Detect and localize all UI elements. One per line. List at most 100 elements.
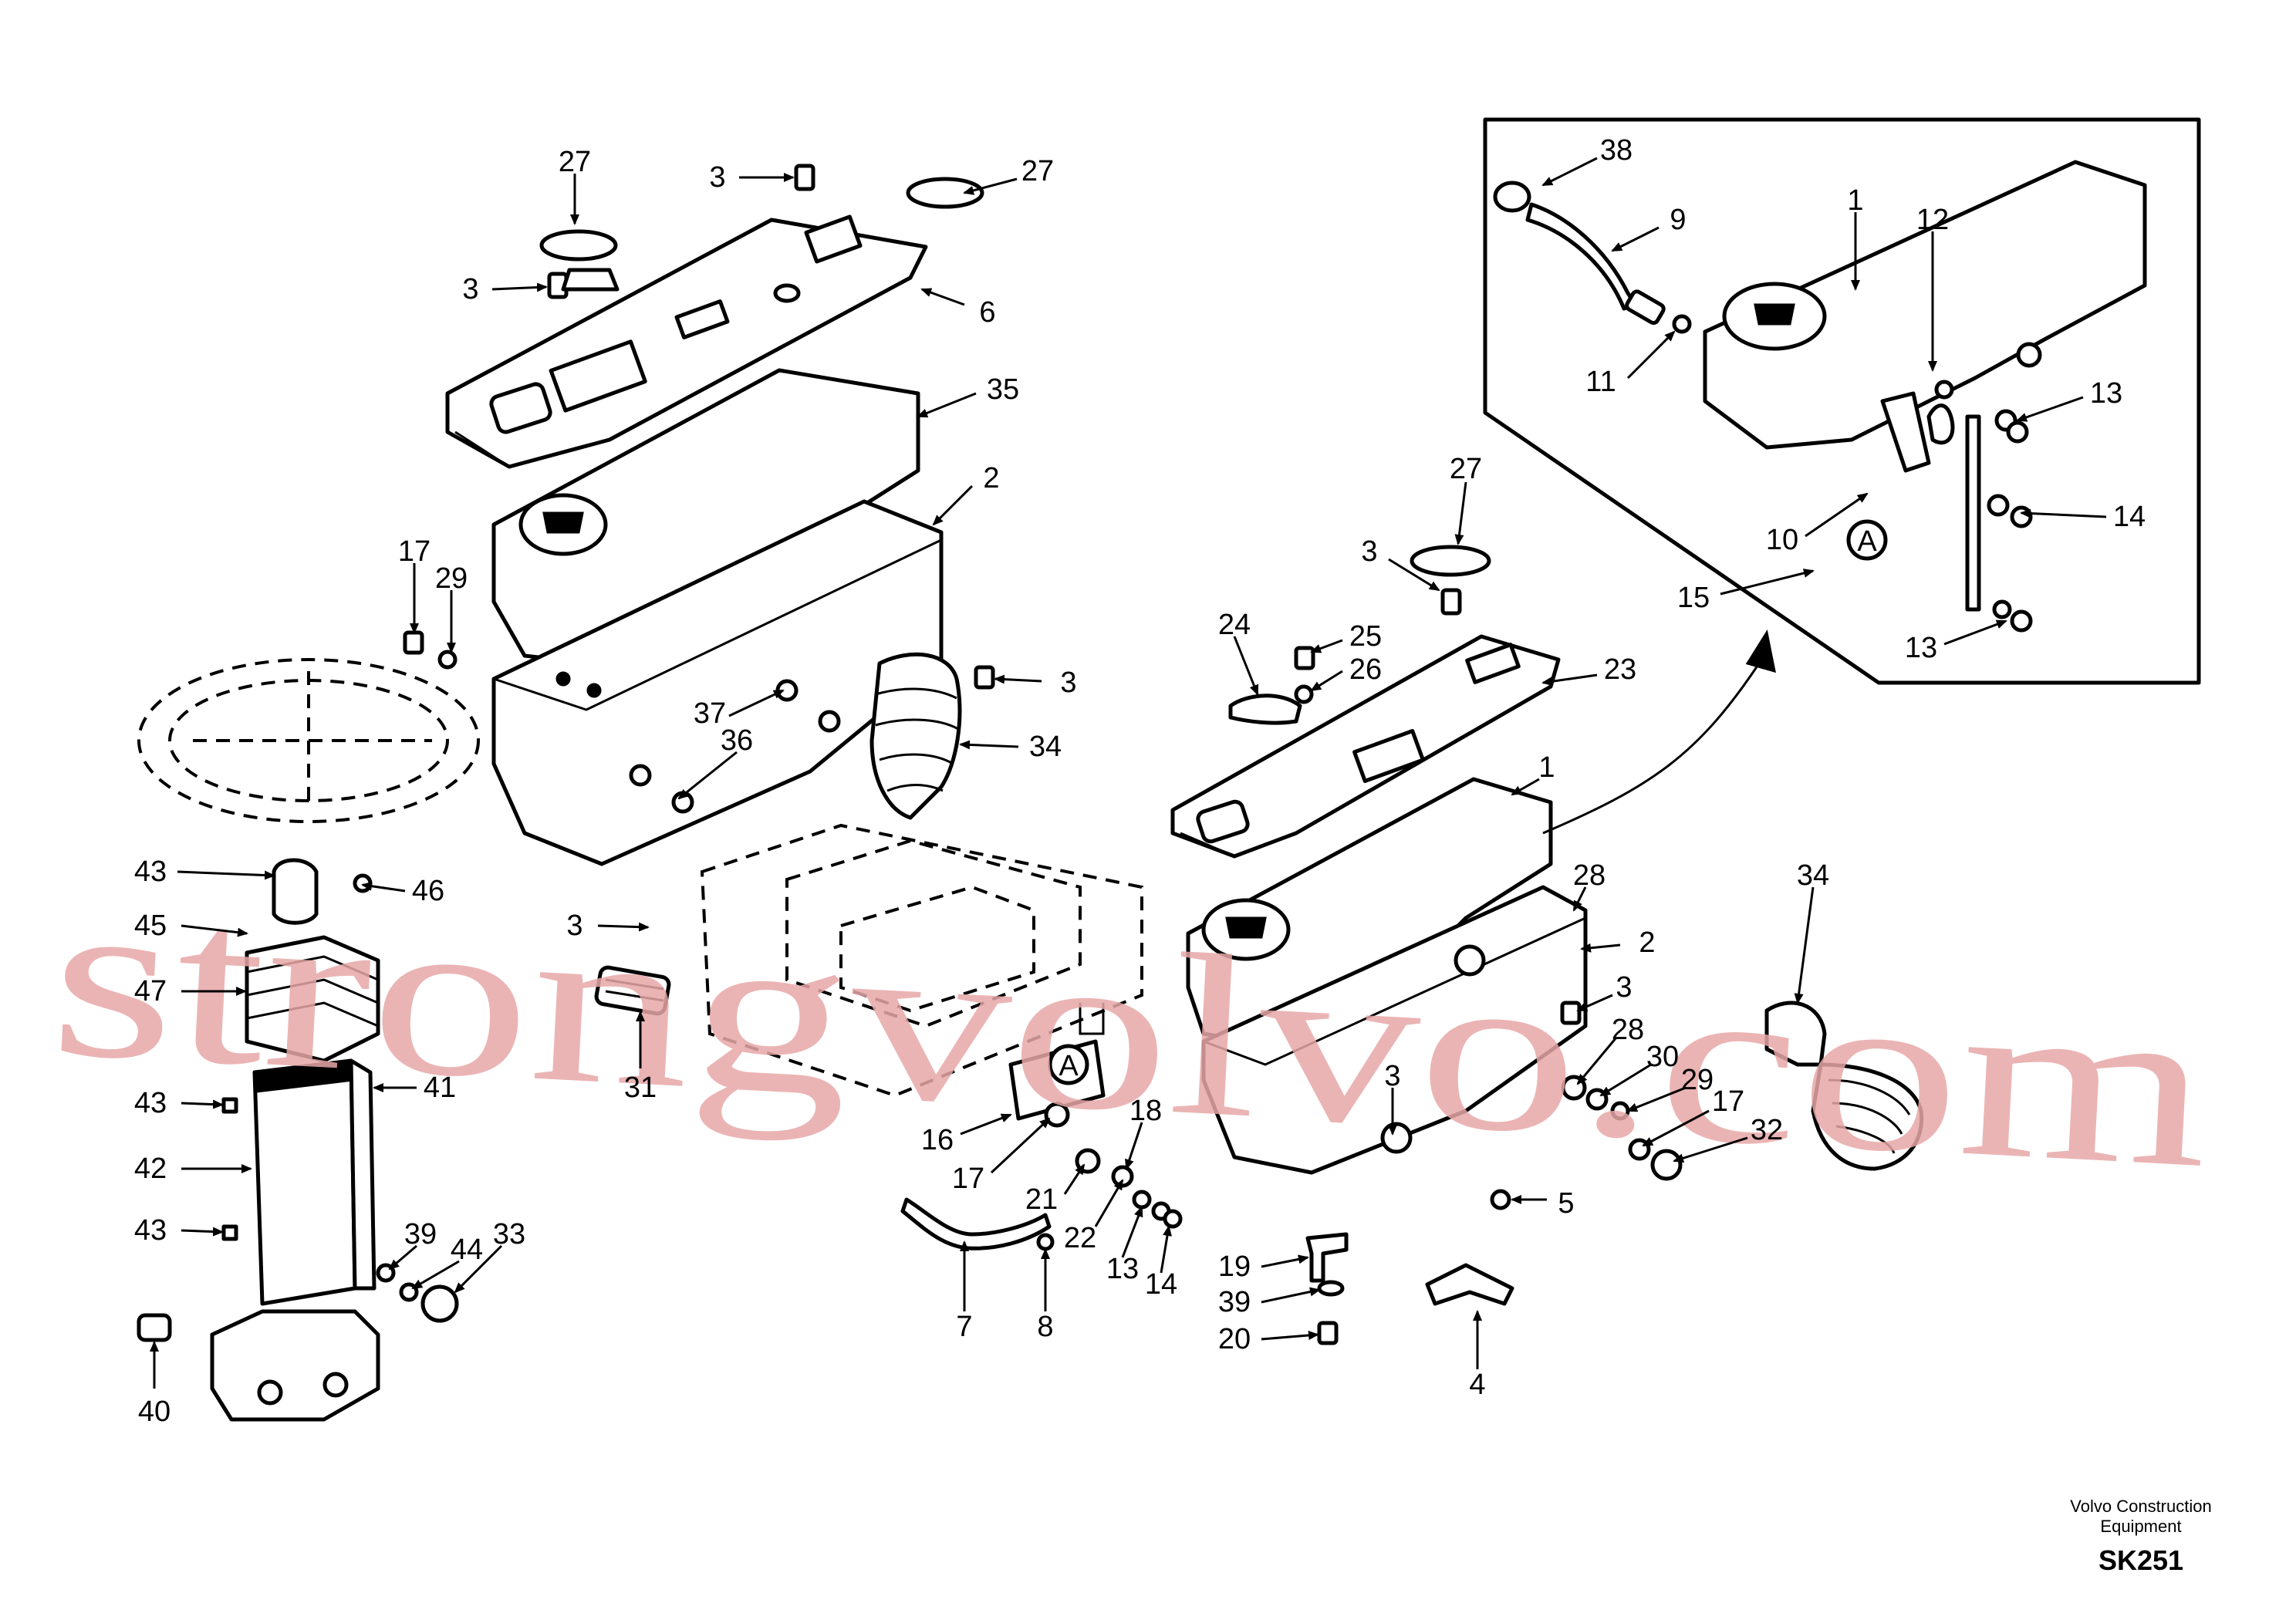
callout-number: 28: [1573, 859, 1606, 892]
callout-leader: [1720, 569, 1815, 596]
callout-number: 34: [1029, 731, 1062, 763]
callout-number: 1: [1538, 751, 1555, 784]
callout-leader: [1599, 1063, 1652, 1097]
callout-40: 40: [138, 1341, 171, 1428]
curved-arrow-to-detail: [1542, 663, 1761, 835]
callout-leader: [1388, 558, 1440, 592]
footer-brand-line2: Equipment: [2100, 1517, 2182, 1536]
callout-45: 45: [134, 910, 248, 942]
callout-number: 26: [1349, 653, 1382, 686]
callout-number: 30: [1646, 1041, 1679, 1073]
callout-number: 39: [404, 1218, 437, 1250]
callout-number: 46: [412, 875, 444, 907]
callout-13: 13: [1106, 1206, 1143, 1285]
callout-number: 43: [134, 1214, 167, 1247]
callout-number: 29: [435, 562, 468, 595]
detail-inset: A: [1483, 117, 2201, 685]
callout-number: 15: [1677, 582, 1710, 614]
callout-number: 18: [1129, 1095, 1162, 1127]
callout-11: 11: [1585, 330, 1676, 398]
callout-leader: [491, 282, 548, 292]
callout-number: 32: [1751, 1114, 1783, 1146]
callout-leader: [1626, 1086, 1687, 1112]
callout-leader: [181, 1227, 224, 1237]
callout-31: 31: [624, 1011, 657, 1104]
callout-17: 17: [398, 535, 430, 634]
callout-number: 9: [1670, 204, 1686, 236]
callout-number: 19: [1218, 1250, 1251, 1283]
callout-number: 2: [1639, 926, 1655, 959]
callout-number: 3: [1060, 667, 1076, 699]
callout-10: 10: [1766, 492, 1869, 556]
fastener-set-left: [403, 164, 995, 1016]
callout-leader: [2020, 508, 2107, 518]
callout-number: 44: [451, 1234, 483, 1266]
callout-35: 35: [917, 373, 1019, 418]
callout-number: 24: [1218, 609, 1251, 641]
callout-36: 36: [677, 724, 753, 800]
callout-12: 12: [1916, 204, 1949, 372]
callout-leader: [1580, 943, 1621, 953]
callout-leader: [181, 924, 248, 937]
callout-15: 15: [1677, 569, 1815, 614]
callout-leader: [1611, 226, 1660, 252]
callout-leader: [960, 1113, 1012, 1136]
callout-number: 36: [721, 724, 753, 757]
callout-29: 29: [1626, 1064, 1714, 1112]
callout-number: 11: [1585, 366, 1616, 398]
callout-number: 16: [921, 1124, 954, 1156]
callout-16: 16: [921, 1113, 1012, 1156]
callout-leader: [411, 1260, 460, 1290]
callout-32: 32: [1673, 1114, 1783, 1163]
callout-leader: [177, 870, 275, 880]
callout-leader: [388, 1244, 417, 1271]
callout-9: 9: [1611, 204, 1687, 252]
callout-18: 18: [1125, 1095, 1162, 1170]
callout-leader: [1541, 157, 1598, 187]
callout-number: 31: [624, 1072, 657, 1104]
lower-pedestal: [491, 499, 944, 866]
callout-leader: [990, 1117, 1051, 1174]
callout-8: 8: [1037, 1248, 1054, 1343]
callout-leader: [1943, 619, 2007, 646]
callout-number: 27: [1021, 155, 1054, 187]
callout-24: 24: [1218, 609, 1259, 696]
callout-number: 3: [462, 273, 478, 305]
callout-leader: [1310, 670, 1343, 692]
callout-leader: [1261, 1254, 1309, 1268]
callout-5: 5: [1511, 1187, 1575, 1220]
callout-number: 45: [134, 910, 167, 942]
callout-14: 14: [2020, 501, 2146, 533]
callout-leader: [1511, 778, 1540, 796]
callout-37: 37: [694, 689, 785, 730]
callout-29: 29: [435, 562, 468, 653]
callout-number: 33: [493, 1218, 525, 1250]
callout-number: 3: [1616, 971, 1632, 1004]
lower-pedestal-right: [1201, 885, 1588, 1175]
callout-number: 22: [1064, 1222, 1096, 1254]
callout-4: 4: [1469, 1310, 1486, 1401]
callout-number: 13: [1106, 1253, 1139, 1285]
callout-number: 3: [709, 161, 725, 194]
detail-marker-a-label: A: [1059, 1050, 1079, 1082]
callout-number: 47: [134, 975, 167, 1007]
callout-number: 20: [1218, 1323, 1251, 1355]
callout-3: 3: [1361, 535, 1440, 592]
callout-leader: [994, 674, 1042, 684]
callout-number: 27: [559, 146, 591, 178]
callout-number: 14: [2113, 501, 2146, 533]
callout-leader: [963, 177, 1018, 195]
callout-number: 2: [983, 462, 999, 494]
callout-43: 43: [134, 1087, 224, 1119]
fastener-set-right: [1294, 545, 1683, 1345]
callout-number: 6: [979, 296, 995, 329]
footer-diagram-code: SK251: [2098, 1544, 2184, 1576]
callout-leader: [1626, 330, 1676, 380]
callout-number: 13: [1905, 632, 1937, 664]
callout-number: 35: [987, 373, 1019, 406]
callout-number: 8: [1037, 1311, 1053, 1343]
callout-21: 21: [1025, 1163, 1086, 1216]
footer-block: Volvo Construction Equipment SK251: [2037, 1497, 2245, 1577]
callout-leader: [1642, 1109, 1710, 1147]
callout-43: 43: [134, 1214, 224, 1247]
